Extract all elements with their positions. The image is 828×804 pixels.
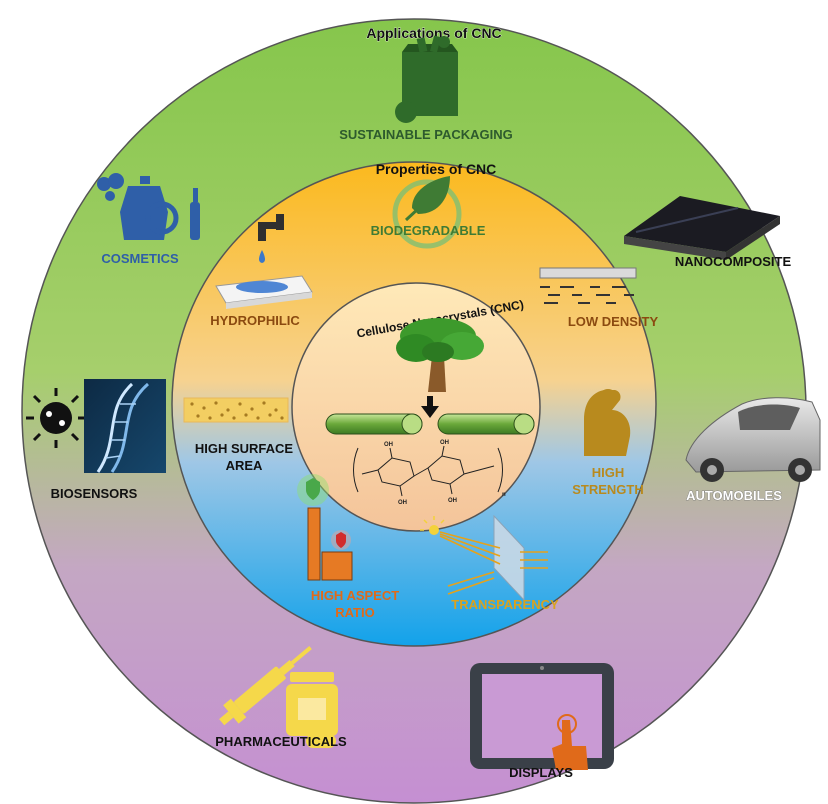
inner-title: Properties of CNC: [376, 161, 497, 177]
cosmetics-icon: [97, 173, 200, 240]
thin-film-icon: [539, 267, 637, 304]
cellulose-structure-icon: [353, 445, 503, 497]
biodegradable-label: BIODEGRADABLE: [371, 223, 486, 238]
high-aspect-ratio-label-line2: RATIO: [335, 605, 374, 620]
leaf-icon: [392, 176, 462, 249]
formula-oh-4: OH: [448, 498, 457, 504]
syringe-bottle-icon: [219, 646, 338, 748]
formula-oh-2: OH: [440, 440, 449, 446]
high-strength-label-line2: STRENGTH: [572, 482, 644, 497]
formula-oh-1: OH: [384, 442, 393, 448]
high-surface-area-label-line2: AREA: [226, 458, 263, 473]
tree-icon: [396, 318, 484, 392]
formula-n: n: [502, 492, 506, 498]
water-tap-icon: [215, 214, 313, 309]
hydrophilic-label: HYDROPHILIC: [210, 313, 300, 328]
muscle-arm-icon: [584, 389, 631, 456]
sustainable-packaging-label: SUSTAINABLE PACKAGING: [339, 127, 513, 142]
formula-oh-3: OH: [398, 500, 407, 506]
nanocrystal-rods-icon: [325, 413, 535, 435]
pharmaceuticals-label: PHARMACEUTICALS: [215, 734, 347, 749]
aspect-bars-icon: [297, 474, 353, 581]
composite-sheet-icon: [624, 196, 780, 260]
nanocomposite-label: NANOCOMPOSITE: [675, 254, 792, 269]
high-aspect-ratio-label-line1: HIGH ASPECT: [311, 588, 399, 603]
high-strength-label-line1: HIGH: [592, 465, 625, 480]
transparency-label: TRANSPARENCY: [451, 597, 559, 612]
tablet-touch-icon: [470, 663, 614, 770]
biosensors-label: BIOSENSORS: [51, 486, 138, 501]
virus-dna-icon: [26, 379, 166, 473]
outer-title: Applications of CNC: [366, 25, 501, 41]
shopping-bag-icon: [395, 35, 458, 123]
high-surface-area-label-line1: HIGH SURFACE: [195, 441, 294, 456]
arrow-down-icon: [421, 396, 439, 418]
porous-surface-icon: [183, 397, 289, 423]
low-density-label: LOW DENSITY: [568, 314, 659, 329]
cellulose-labels: OH OH OH OH n: [384, 440, 506, 506]
automobiles-label: AUTOMOBILES: [686, 488, 782, 503]
light-through-glass-icon: [420, 514, 548, 602]
cosmetics-label: COSMETICS: [101, 251, 179, 266]
car-icon: [685, 397, 821, 482]
displays-label: DISPLAYS: [509, 765, 573, 780]
